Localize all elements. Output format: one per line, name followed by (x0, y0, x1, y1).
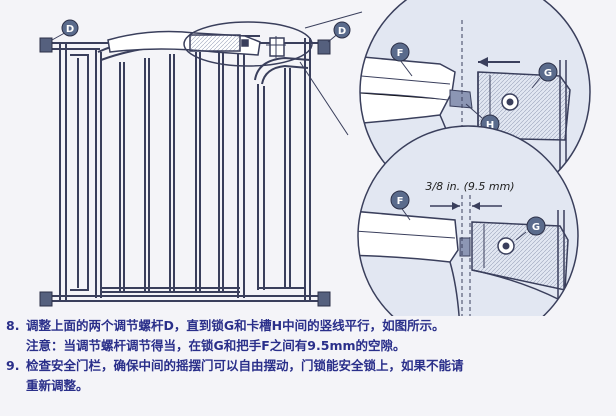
gate-illustration: D D (39, 0, 591, 316)
gap-measure-text: 3/8 in. (9.5 mm) (425, 180, 514, 193)
label-d-left: D (51, 19, 79, 41)
swing-door (95, 33, 260, 298)
label-d-left-text: D (66, 24, 74, 35)
step-9-continuation: 重新调整。 (6, 376, 612, 396)
zoom1-label-h: H (486, 120, 494, 131)
step-text: 调整上面的两个调节螺杆D，直到锁G和卡槽H中间的竖线平行，如图所示。 (26, 318, 445, 333)
zoom2-label-f: F (397, 196, 404, 207)
zoom-detail-2: 3/8 in. (9.5 mm) F G (357, 125, 579, 316)
right-panel (254, 56, 311, 290)
step-text: 重新调整。 (26, 378, 89, 393)
step-number: 9. (6, 358, 20, 373)
focus-ellipse (183, 21, 313, 67)
step-8-note: 注意：当调节螺杆调节得当，在锁G和把手F之间有9.5mm的空隙。 (6, 336, 612, 356)
step-8-line: 8. 调整上面的两个调节螺杆D，直到锁G和卡槽H中间的竖线平行，如图所示。 (6, 316, 612, 336)
zoom2-label-g: G (532, 222, 540, 233)
step-text: 检查安全门栏，确保中间的摇摆门可以自由摆动，门锁能安全锁上，如果不能请 (26, 358, 464, 373)
zoom1-label-f: F (397, 48, 404, 59)
label-d-right-text: D (338, 26, 346, 37)
zoom-leaders (299, 11, 363, 136)
instruction-text: 8. 调整上面的两个调节螺杆D，直到锁G和卡槽H中间的竖线平行，如图所示。 注意：… (6, 316, 612, 396)
zoom1-label-g: G (544, 68, 552, 79)
label-d-right: D (327, 21, 351, 43)
gate-frame (50, 38, 330, 302)
note-text: 注意：当调节螺杆调节得当，在锁G和把手F之间有9.5mm的空隙。 (26, 338, 406, 353)
step-9-line: 9. 检查安全门栏，确保中间的摇摆门可以自由摆动，门锁能安全锁上，如果不能请 (6, 356, 612, 376)
adjuster-blocks (39, 37, 331, 307)
step-number: 8. (6, 318, 20, 333)
